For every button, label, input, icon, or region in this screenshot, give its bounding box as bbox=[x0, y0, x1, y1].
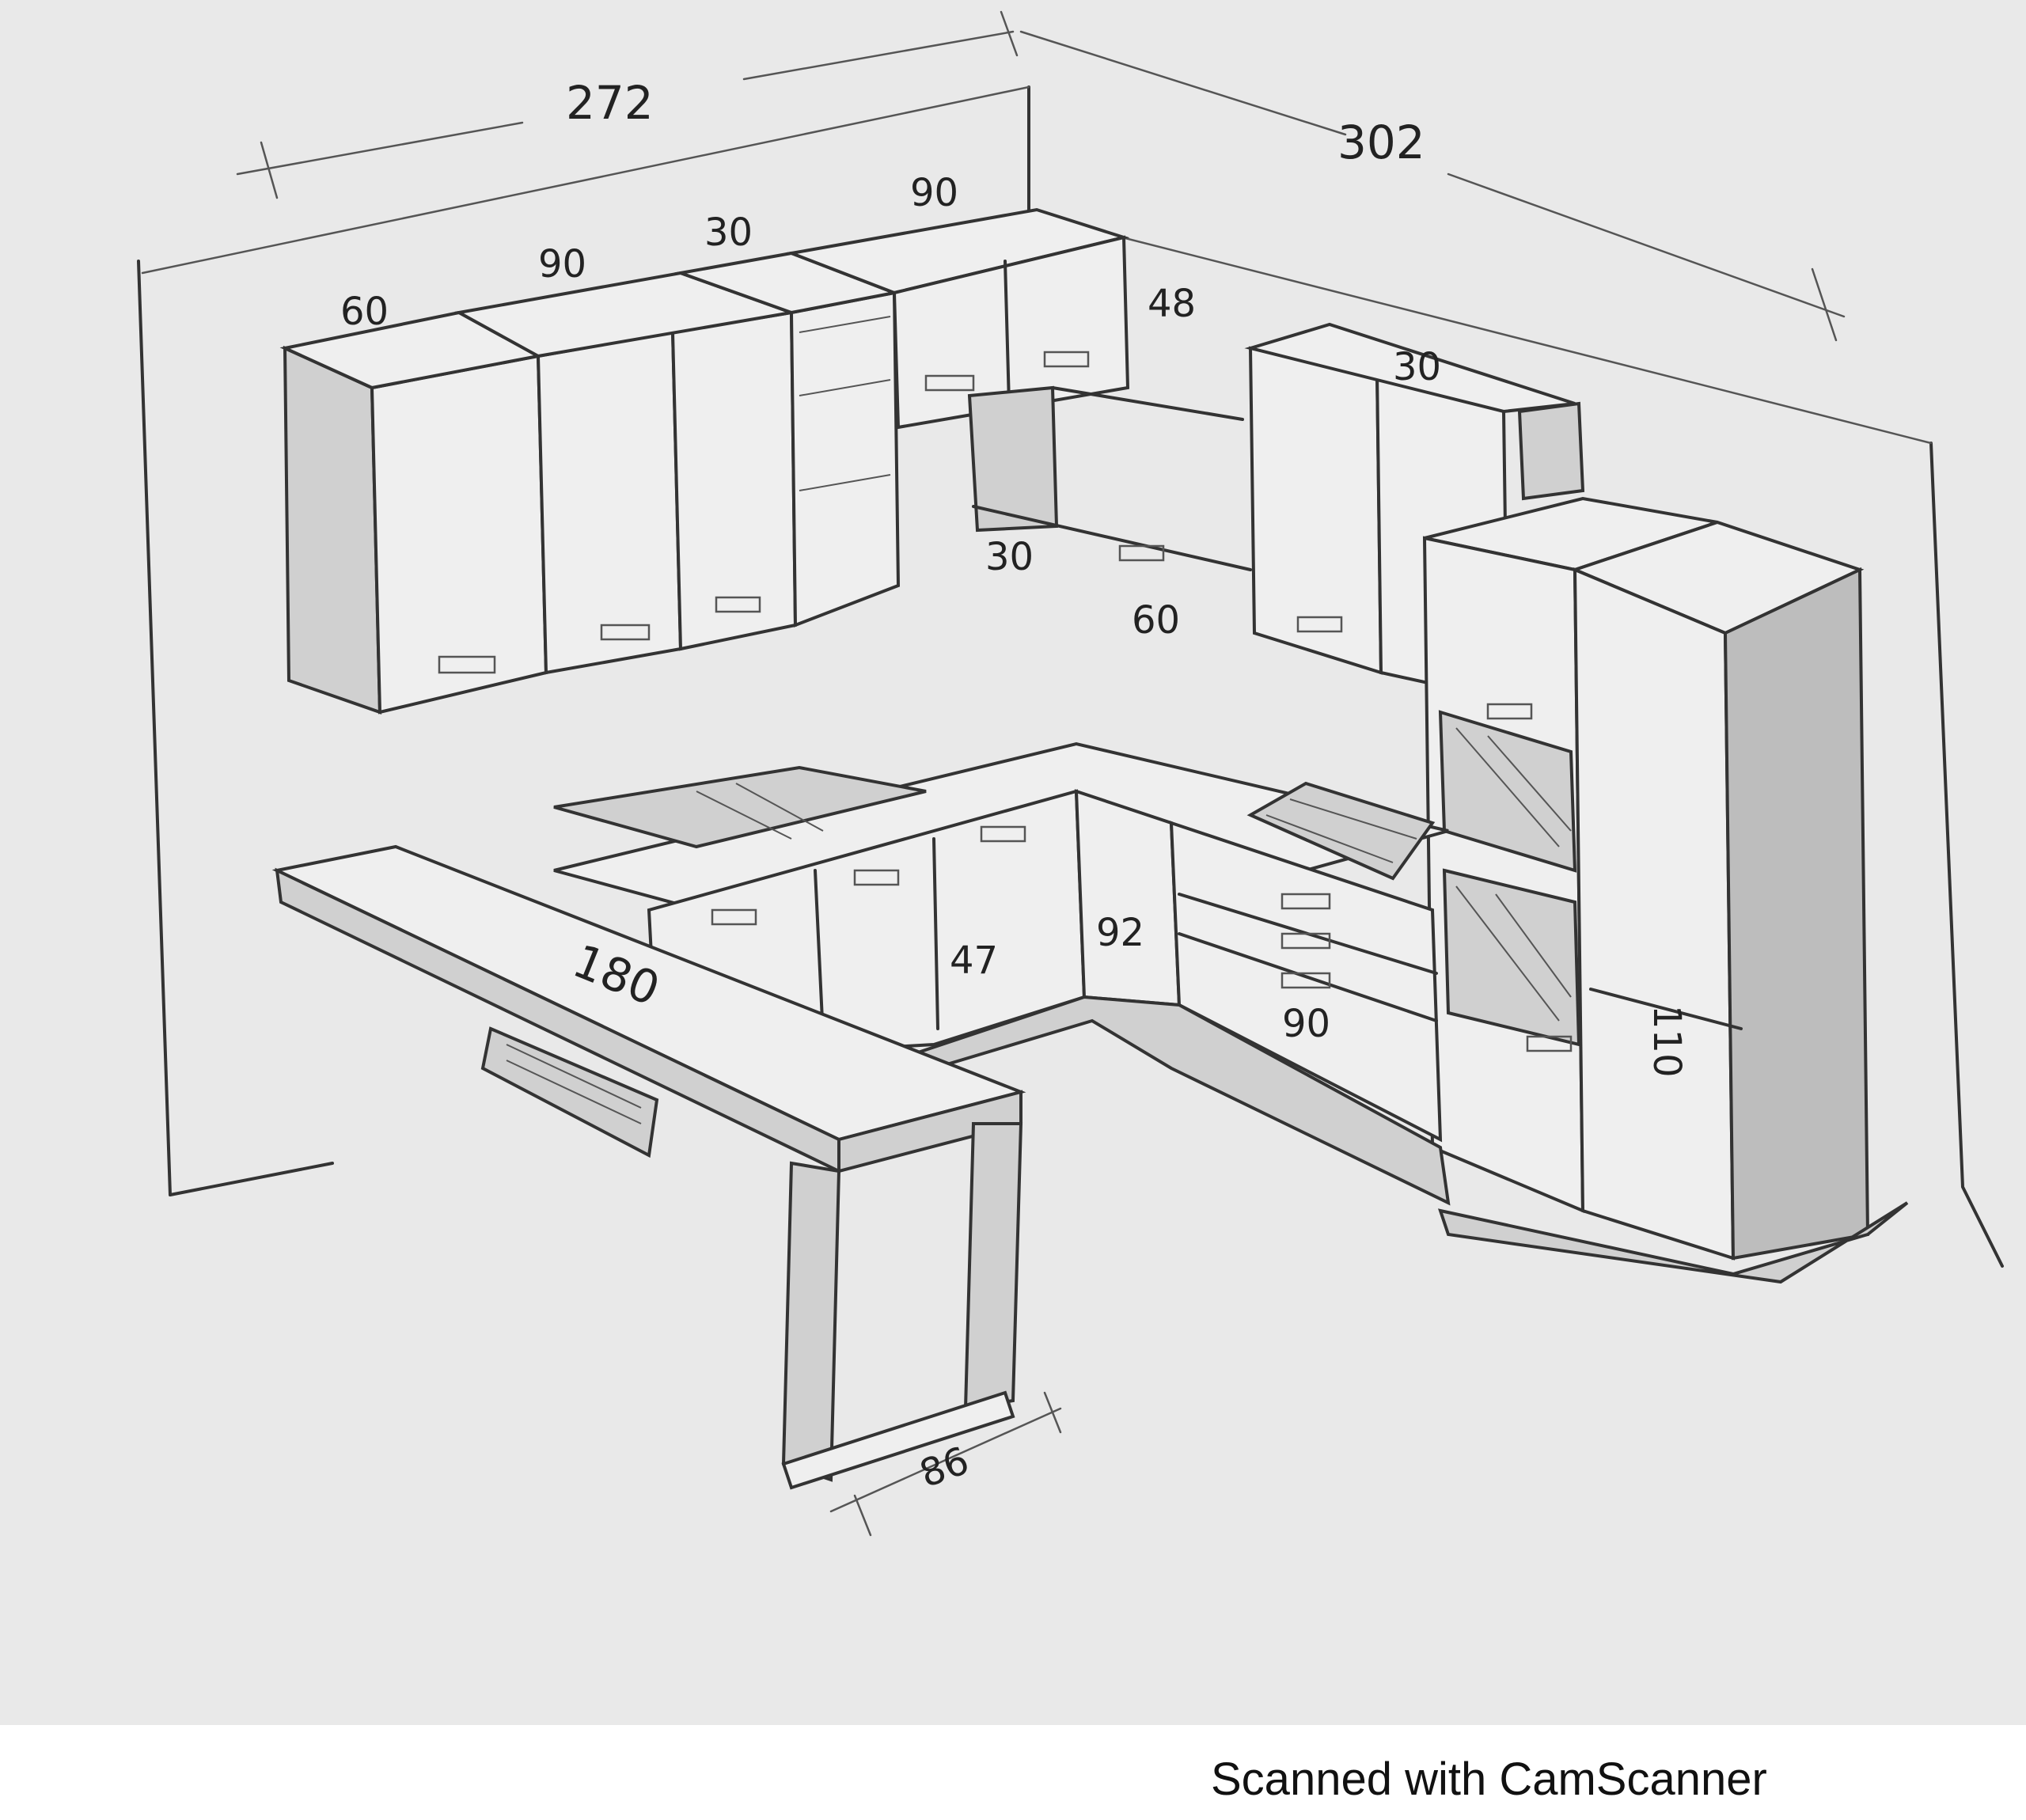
dim-90-upper-b: 90 bbox=[910, 171, 958, 215]
dimension-labels: 272 302 60 90 30 90 48 30 30 60 47 92 90… bbox=[340, 76, 1689, 1496]
handle-4 bbox=[924, 374, 975, 392]
handle-3 bbox=[715, 596, 761, 613]
handle-7 bbox=[1118, 544, 1165, 562]
kitchen-sketch: 272 302 60 90 30 90 48 30 30 60 47 92 90… bbox=[137, 10, 2004, 1537]
dimension-lines bbox=[141, 10, 1846, 1537]
upper-cabinets-left bbox=[279, 251, 901, 715]
dim-47-base: 47 bbox=[950, 938, 998, 983]
dim-110-tall: 110 bbox=[1645, 1005, 1689, 1078]
bar-counter bbox=[271, 844, 1026, 1490]
upper-cabinets-corner bbox=[785, 207, 1252, 571]
handle-12 bbox=[711, 908, 757, 926]
dim-30-right-upper: 30 bbox=[1393, 345, 1441, 389]
drawer-handle-3 bbox=[1280, 972, 1331, 989]
dim-90-base: 90 bbox=[1282, 1002, 1330, 1046]
handle-2 bbox=[600, 624, 651, 641]
dim-272: 272 bbox=[566, 76, 654, 130]
dim-60-upper: 60 bbox=[340, 290, 389, 334]
dim-90-upper-a: 90 bbox=[538, 242, 586, 286]
dim-302: 302 bbox=[1337, 116, 1425, 169]
handle-1 bbox=[438, 655, 496, 674]
handle-8 bbox=[1486, 703, 1533, 720]
dim-30-upper: 30 bbox=[704, 210, 753, 255]
scanner-watermark: Scanned with CamScanner bbox=[1211, 1754, 1767, 1805]
handle-11 bbox=[853, 869, 900, 886]
handle-5 bbox=[1043, 351, 1090, 368]
dim-92-base: 92 bbox=[1096, 911, 1144, 955]
handle-6 bbox=[1296, 616, 1343, 633]
handle-9 bbox=[1526, 1035, 1573, 1052]
dim-86-bar-depth: 86 bbox=[914, 1439, 975, 1497]
drawer-handle-2 bbox=[1280, 932, 1331, 950]
drawer-handle-1 bbox=[1280, 893, 1331, 910]
dim-30-shelf: 30 bbox=[985, 535, 1034, 579]
dim-48-corner: 48 bbox=[1148, 282, 1196, 326]
room-outline bbox=[137, 85, 2004, 1268]
handle-10 bbox=[980, 825, 1026, 843]
tall-unit bbox=[1422, 496, 1909, 1284]
dim-60-depth: 60 bbox=[1132, 598, 1180, 643]
